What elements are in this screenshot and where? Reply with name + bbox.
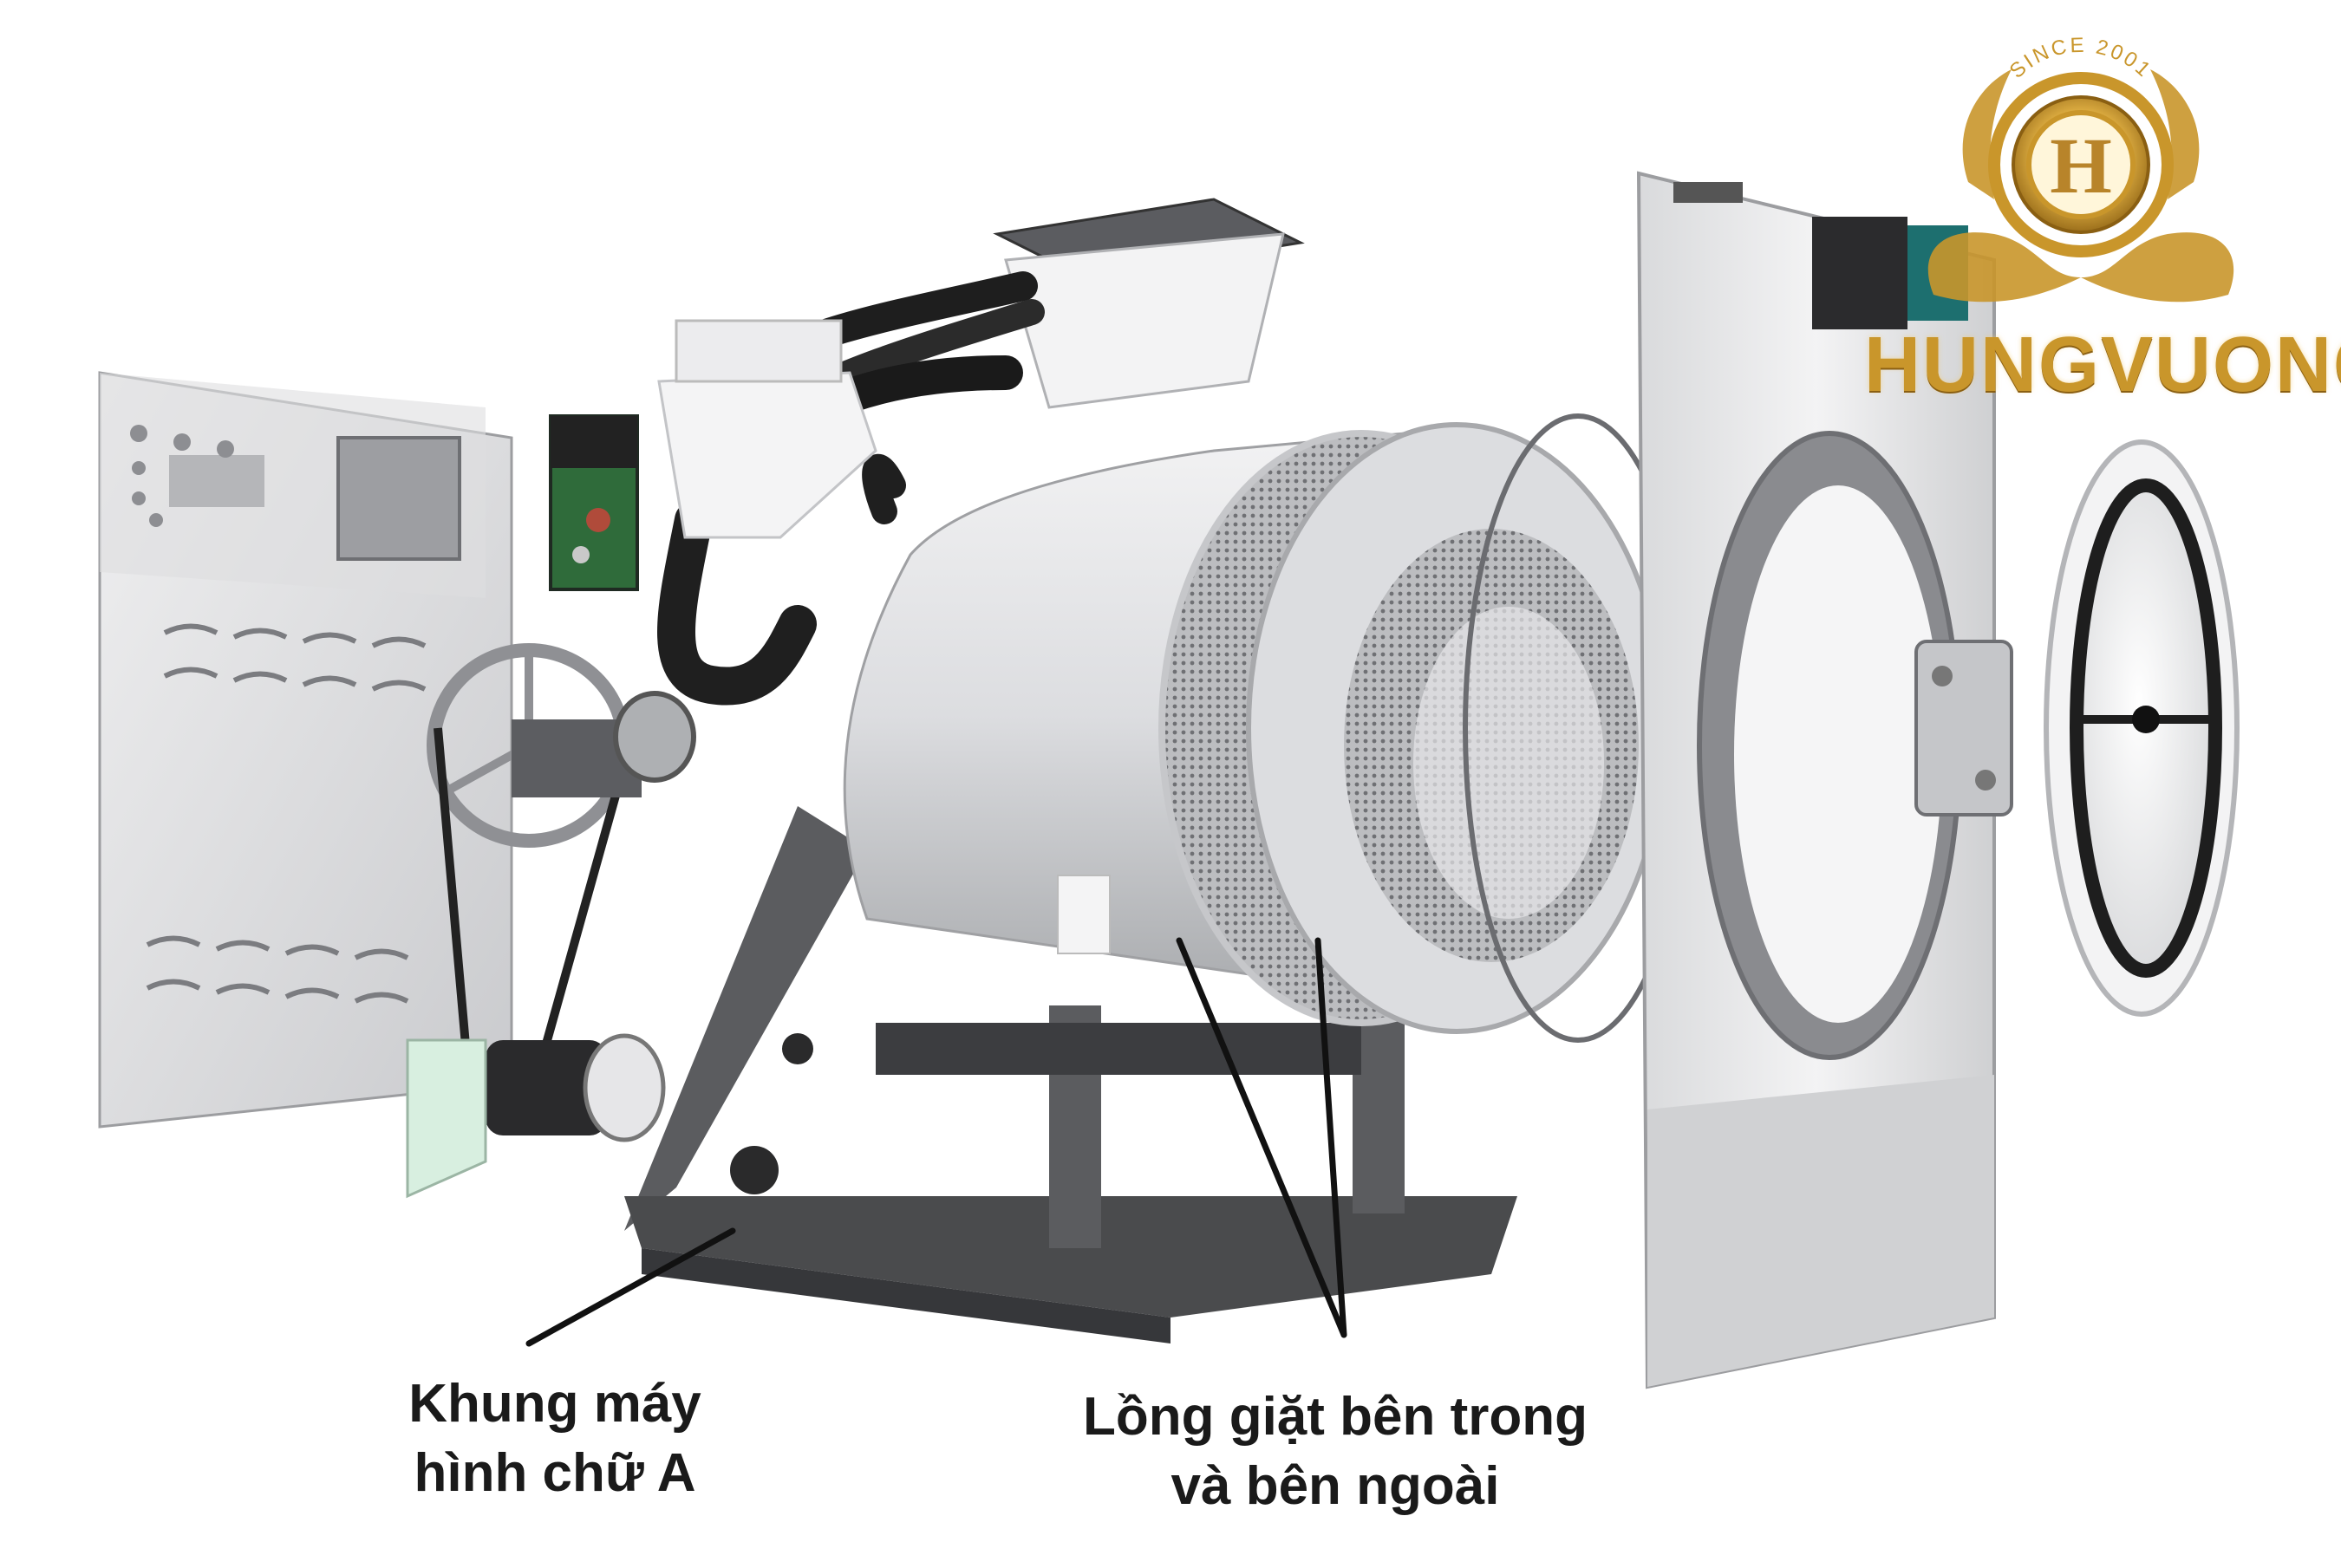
motor — [406, 1033, 666, 1199]
callout-lines — [525, 937, 1347, 1347]
label-a-frame-line2: hình chữ A — [414, 1443, 696, 1503]
logo-monogram: H — [2050, 121, 2112, 210]
label-drums-line1: Lồng giặt bên trong — [1082, 1387, 1588, 1447]
drive-belt — [434, 727, 624, 1077]
pipe-fittings — [657, 319, 877, 539]
label-a-frame-line1: Khung máy — [408, 1374, 701, 1434]
door-hinge — [1914, 640, 2013, 817]
label-drums: Lồng giặt bên trong và bên ngoài — [1058, 1383, 1613, 1521]
logo-brand-text: HUNGVUONG — [1864, 322, 2341, 408]
bearing-housing — [512, 691, 696, 797]
hungvuong-logo: SINCE 2001 H HUNGVUONG — [1864, 34, 2341, 416]
label-a-frame: Khung máy hình chữ A — [329, 1370, 780, 1508]
label-drums-line2: và bên ngoài — [1170, 1456, 1500, 1516]
inner-basket — [1158, 422, 1667, 1034]
back-panel — [98, 371, 513, 1129]
control-board — [549, 414, 639, 591]
logo-emblem: SINCE 2001 H — [1927, 34, 2234, 303]
detergent-dispenser — [993, 198, 1305, 409]
door — [2044, 439, 2240, 1017]
a-frame-base — [624, 806, 1517, 1344]
front-panel — [1636, 171, 1996, 1389]
